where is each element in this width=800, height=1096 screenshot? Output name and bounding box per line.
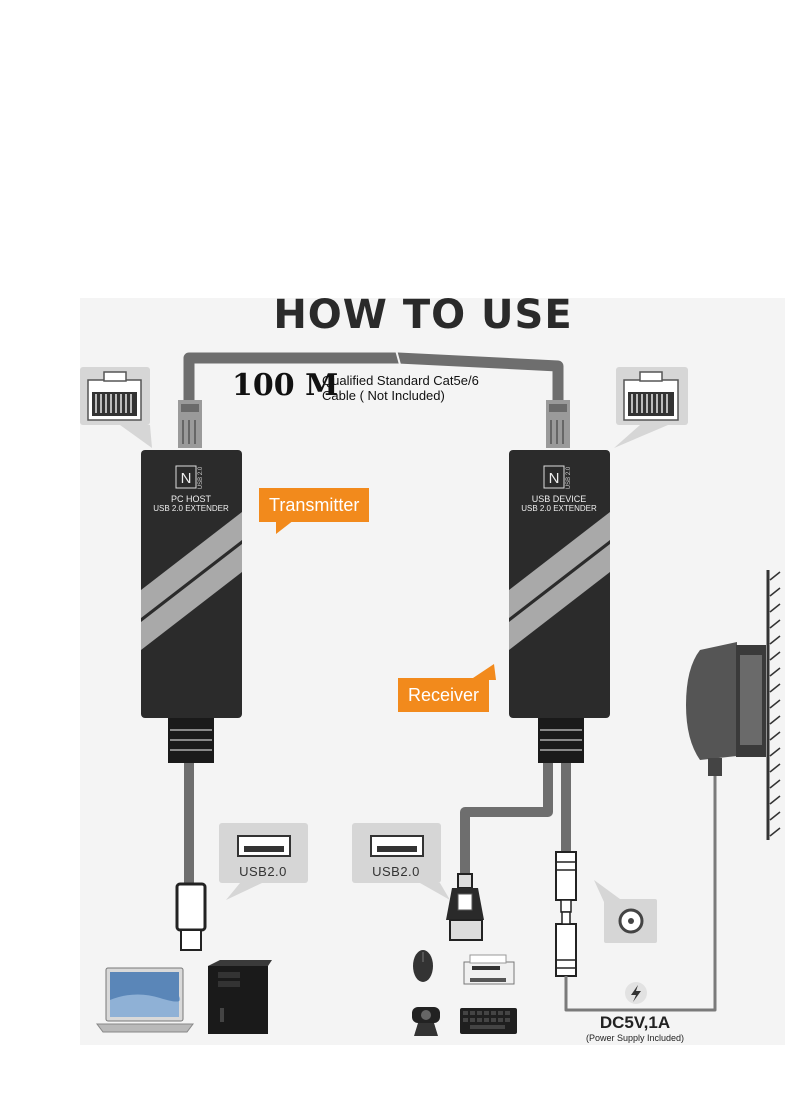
receiver-tag-pointer xyxy=(470,664,496,680)
transmitter-label-line1: PC HOST xyxy=(170,494,211,504)
webcam-icon xyxy=(412,1007,440,1036)
receiver-tag: Receiver xyxy=(398,678,490,712)
lightning-icon xyxy=(625,982,647,1004)
mouse-icon xyxy=(413,950,433,982)
dc-barrel-connectors xyxy=(555,851,577,977)
power-rating: DC5V,1A xyxy=(599,1013,671,1032)
laptop-icon xyxy=(96,967,194,1033)
power-adapter xyxy=(686,642,766,776)
pc-tower-icon xyxy=(208,960,272,1034)
dc-jack-callout xyxy=(594,880,657,943)
cable-description: Qualified Standard Cat5e/6 Cable ( Not I… xyxy=(322,373,479,403)
power-cable xyxy=(564,770,717,1012)
rj45-plug-right xyxy=(546,400,570,448)
printer-icon xyxy=(463,954,515,985)
usb-cable-transmitter xyxy=(175,763,207,951)
usb-port-callout-right xyxy=(352,823,450,900)
rj45-port-callout-right xyxy=(614,367,688,448)
rj45-port-callout-left xyxy=(80,367,152,448)
page-title: HOW TO USE xyxy=(273,292,573,338)
usb-label-right: USB2.0 xyxy=(372,864,420,879)
transmitter-badge-letter: N xyxy=(181,470,192,487)
receiver-badge xyxy=(543,465,565,489)
receiver-label-line1: USB DEVICE xyxy=(531,494,587,504)
receiver-cables xyxy=(460,763,571,876)
transmitter-label-line2: USB 2.0 EXTENDER xyxy=(153,504,229,513)
power-note: (Power Supply Included) xyxy=(585,1033,685,1043)
transmitter-tag: Transmitter xyxy=(259,488,370,522)
receiver-badge-sub: USB 2.0 xyxy=(566,466,572,489)
cable-speed: 100 M xyxy=(232,368,339,403)
cable-description-line1: Qualified Standard Cat5e/6 xyxy=(322,373,479,388)
transmitter-unit: N USB 2.0 xyxy=(141,450,242,763)
keyboard-icon xyxy=(460,1008,517,1034)
usb-label-left: USB2.0 xyxy=(239,864,287,879)
transmitter-label: PC HOST USB 2.0 EXTENDER xyxy=(146,494,236,514)
receiver-label-line2: USB 2.0 EXTENDER xyxy=(521,504,597,513)
receiver-unit: N USB 2.0 xyxy=(509,450,610,763)
transmitter-badge-sub: USB 2.0 xyxy=(198,466,204,489)
rj45-plug-left xyxy=(178,400,202,448)
receiver-label: USB DEVICE USB 2.0 EXTENDER xyxy=(514,494,604,514)
usb-port-callout-left xyxy=(219,823,308,900)
wall xyxy=(766,570,781,840)
transmitter-tag-pointer xyxy=(276,520,294,534)
transmitter-badge xyxy=(175,465,197,489)
cable-description-line2: Cable ( Not Included) xyxy=(322,388,445,403)
usb-female-connector xyxy=(446,873,484,941)
receiver-badge-letter: N xyxy=(549,470,560,487)
